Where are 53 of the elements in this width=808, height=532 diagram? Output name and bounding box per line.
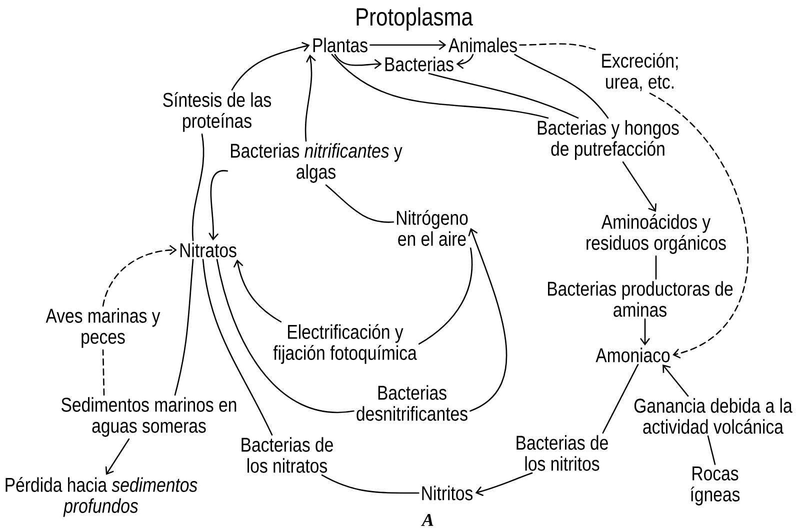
node-label: Electrificación y fijación fotoquímica <box>273 324 417 364</box>
arrow <box>233 260 282 322</box>
node-label: Pérdida hacia sedimentos profundos <box>6 477 198 517</box>
node-label: Amoniaco <box>596 348 670 362</box>
node-label: Plantas <box>313 38 368 52</box>
figure-caption: A <box>421 514 434 526</box>
connector-line <box>321 474 420 494</box>
connector-line <box>102 349 105 396</box>
connector-line <box>707 435 716 465</box>
arrow <box>468 228 508 412</box>
arrow <box>208 170 228 240</box>
node-label: Bacterias de los nitratos <box>242 437 333 473</box>
node-label: Excreción; urea, etc. <box>602 52 678 92</box>
node-label: Bacterias desnitrificantes <box>356 385 468 421</box>
group-heading: Protoplasma <box>356 7 473 31</box>
arrow <box>334 54 382 70</box>
arrow <box>370 40 446 50</box>
node-label: Nitrógeno en el aire <box>396 210 468 246</box>
connector-line <box>655 255 657 280</box>
node-label: Animales <box>448 38 517 52</box>
arrow <box>622 161 656 212</box>
arrow <box>649 92 748 358</box>
node-label: Bacterias <box>385 56 454 72</box>
node-label: Aves marinas y peces <box>46 308 160 348</box>
node-label: Nitritos <box>422 486 473 500</box>
connector-line <box>514 54 609 119</box>
connector-line <box>192 133 204 242</box>
arrow <box>102 244 177 307</box>
arrow <box>456 54 474 69</box>
node-label: Sedimentos marinos en aguas someras <box>62 397 236 437</box>
node-label: Bacterias de los nitritos <box>516 435 608 471</box>
arrow <box>231 42 310 90</box>
arrow <box>304 54 316 142</box>
node-label: Rocas ígneas <box>690 466 740 506</box>
connector-line <box>331 54 549 119</box>
connector-line <box>202 258 273 436</box>
arrow <box>662 364 689 397</box>
arrow <box>475 472 533 496</box>
node-label: Bacterias y hongos de putrefacción <box>538 120 679 160</box>
node-label: Ganancia debida a la actividad volcánica <box>634 398 792 434</box>
arrow <box>105 438 130 475</box>
node-label: Aminoácidos y residuos orgánicos <box>586 214 726 254</box>
connector-line <box>325 184 394 223</box>
connector-line <box>428 72 579 119</box>
node-label: Bacterias nitrificantes y algas <box>231 143 402 183</box>
node-label: Bacterias productoras de aminas <box>548 281 733 317</box>
connector-line <box>216 258 354 414</box>
connector-line <box>602 364 639 434</box>
arrow <box>640 318 650 346</box>
connector-line <box>174 258 194 396</box>
connector-line <box>418 248 473 345</box>
node-label: Síntesis de las proteínas <box>163 92 271 132</box>
node-label: Nitratos <box>180 242 236 258</box>
